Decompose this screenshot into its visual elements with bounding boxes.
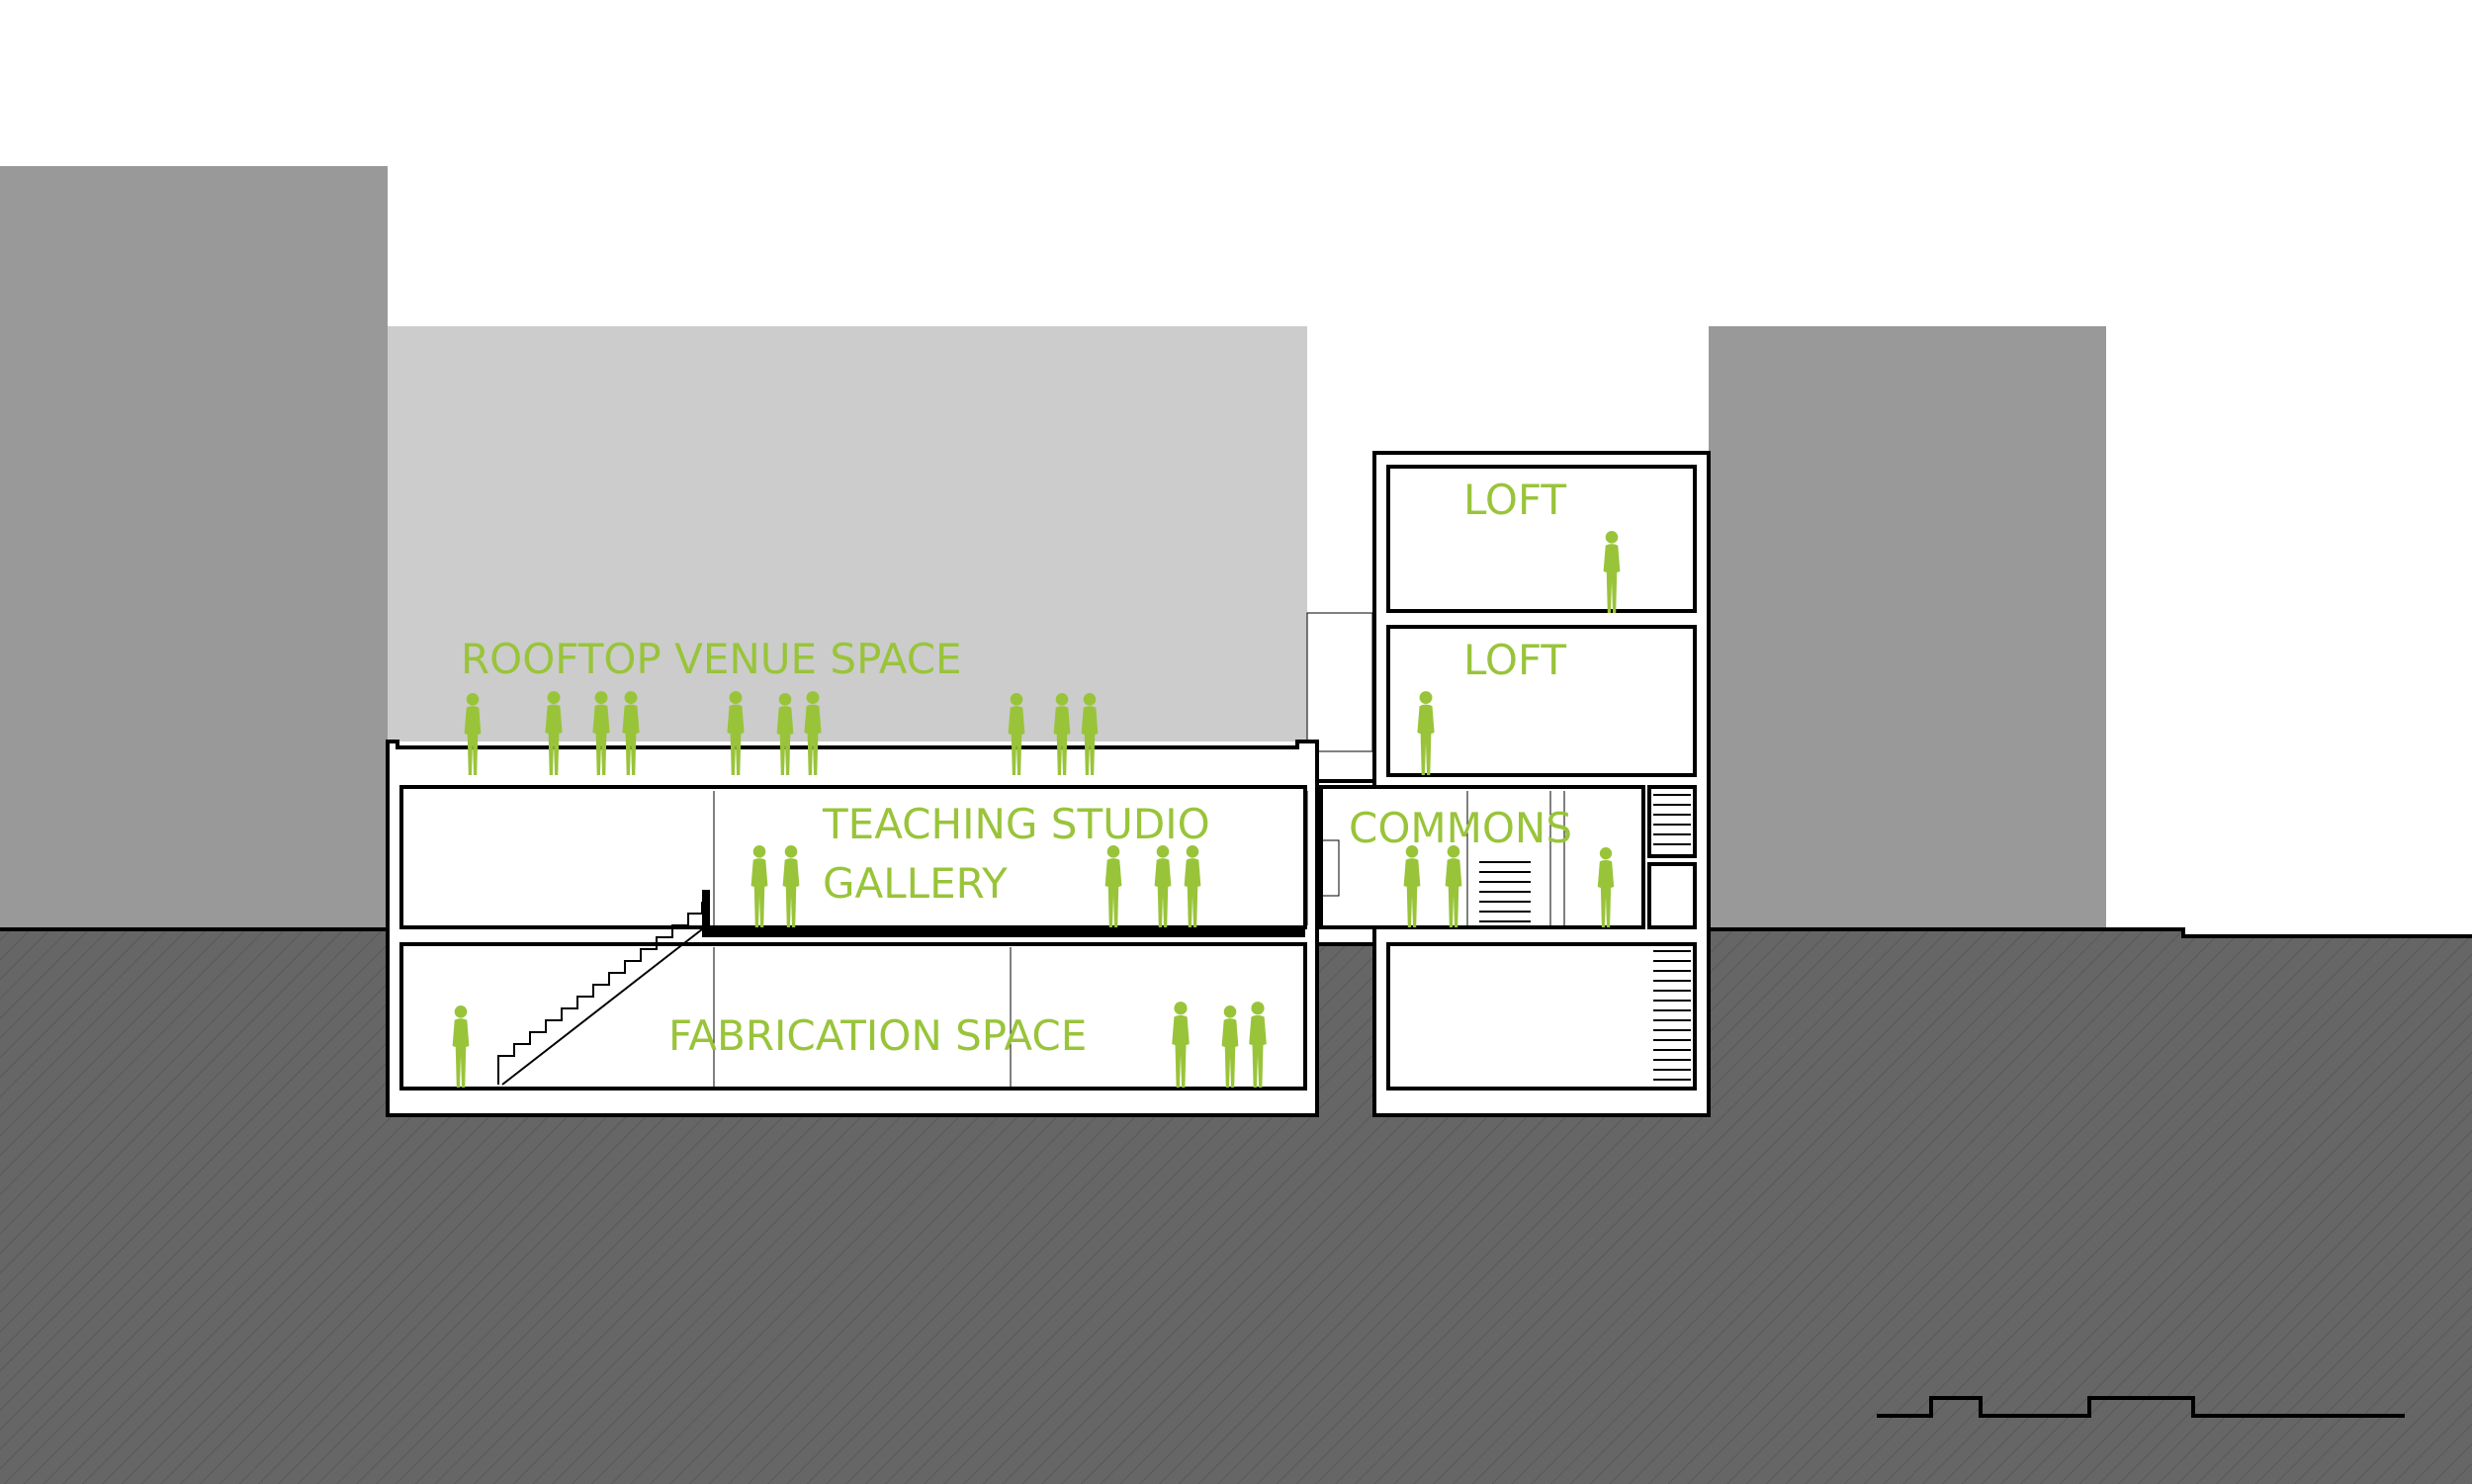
gallery-mezzanine-slab [702,927,1305,937]
door-marker [1320,839,1340,897]
neighbor-building-left [0,166,388,929]
room-loft-upper [1386,465,1697,613]
label-loft-lower: LOFT [1463,636,1566,684]
stair-icon [1653,950,1691,1081]
label-commons: COMMONS [1349,804,1572,852]
label-fabrication-space: FABRICATION SPACE [668,1011,1087,1060]
room-basement-tower [1386,942,1697,1091]
room-teaching-studio [399,785,1307,929]
room-loft-lower [1386,625,1697,777]
label-rooftop-venue: ROOFTOP VENUE SPACE [461,635,962,683]
stair-icon [497,902,703,1086]
neighbor-building-right [1709,326,2106,929]
scale-bar-icon [1877,1396,2405,1418]
room-fabrication [399,942,1307,1091]
ground-hatch [0,929,2472,1484]
room-stair-core-upper [1647,785,1697,858]
stair-icon [1653,794,1691,845]
label-gallery: GALLERY [823,859,1008,908]
stair-icon [1479,861,1531,922]
stair-top-wall [702,890,710,937]
neighbor-building-rear [388,326,1307,742]
rooftop-stair-box [1306,612,1373,752]
room-stair-core-lower [1647,862,1697,929]
ground-line [0,927,2472,938]
label-teaching-studio: TEACHING STUDIO [822,800,1210,848]
label-loft-upper: LOFT [1463,476,1566,524]
